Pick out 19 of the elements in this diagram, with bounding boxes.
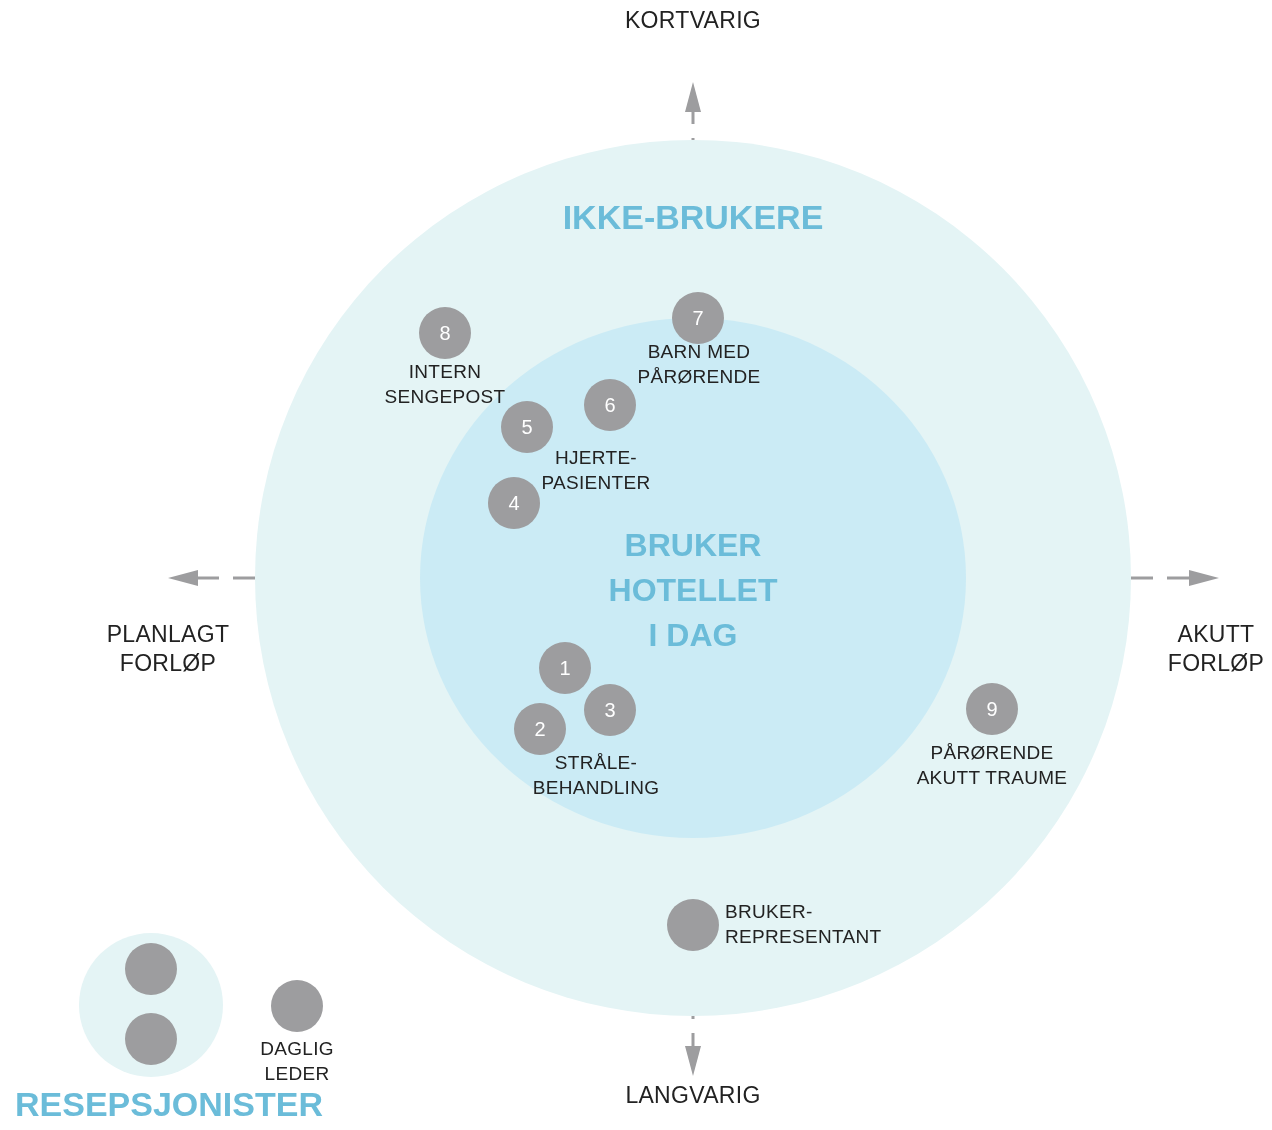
number-marker: 5: [501, 401, 553, 453]
axis-label: PLANLAGT FORLØP: [105, 620, 231, 678]
axis-label: LANGVARIG: [624, 1081, 762, 1110]
number-marker: 7: [672, 292, 724, 344]
group-title: RESEPSJONISTER: [15, 1085, 323, 1124]
node-caption: DAGLIG LEDER: [259, 1037, 335, 1086]
axis-label: AKUTT FORLØP: [1166, 620, 1266, 678]
ring-title: IKKE-BRUKERE: [561, 197, 825, 238]
number-marker: 8: [419, 307, 471, 359]
number-marker: 2: [514, 703, 566, 755]
number-marker: 3: [584, 684, 636, 736]
node-caption: BRUKER- REPRESENTANT: [725, 900, 883, 949]
node-caption: PÅRØRENDE AKUTT TRAUME: [915, 741, 1069, 790]
number-marker: 1: [539, 642, 591, 694]
number-marker: 4: [488, 477, 540, 529]
number-marker: 9: [966, 683, 1018, 735]
number-marker: 6: [584, 379, 636, 431]
axis-label: KORTVARIG: [623, 6, 762, 35]
center-title: BRUKER HOTELLET I DAG: [607, 526, 779, 655]
